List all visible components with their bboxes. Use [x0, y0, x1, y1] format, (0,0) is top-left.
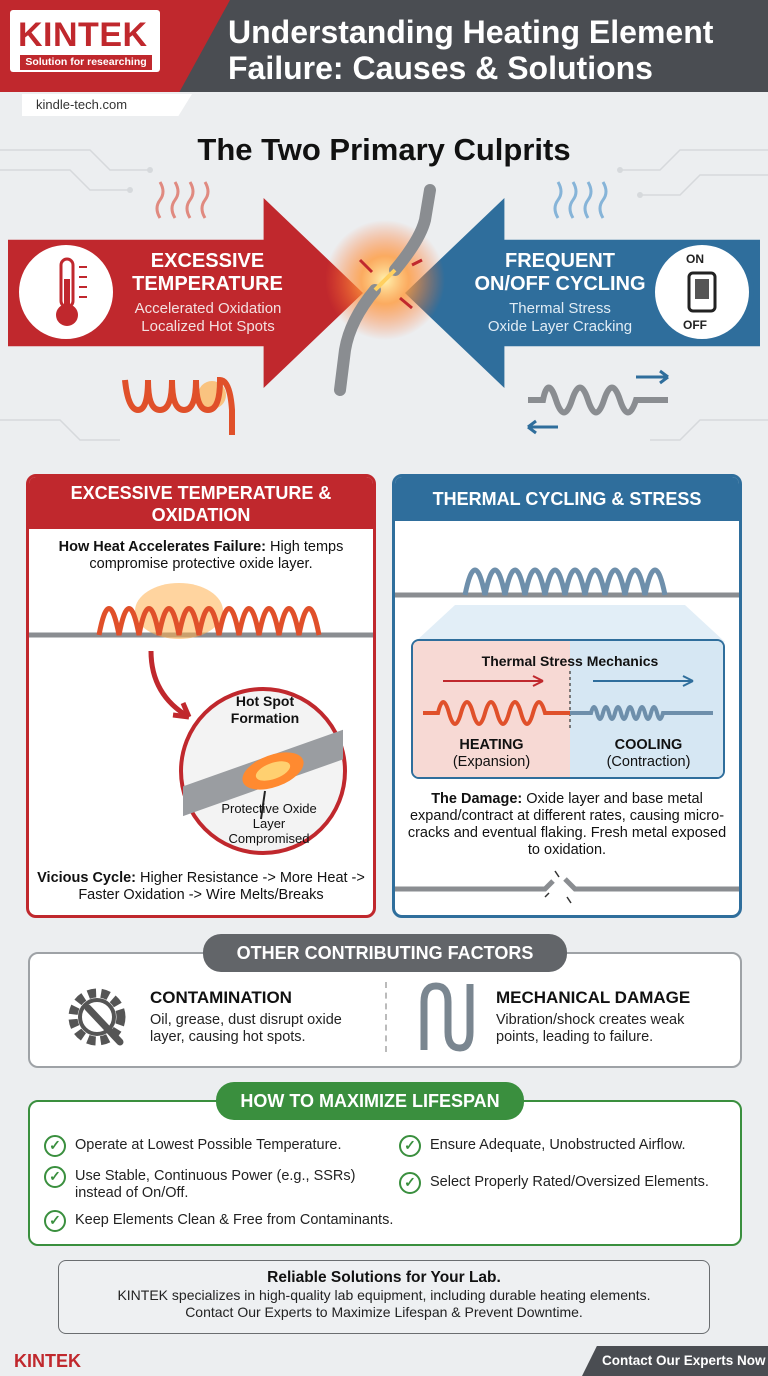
- gear-wrench-icon: [68, 988, 126, 1046]
- contact-experts-button[interactable]: Contact Our Experts Now: [582, 1346, 768, 1376]
- tip-text: Ensure Adequate, Unobstructed Airflow.: [430, 1137, 686, 1153]
- cracked-wire-icon: [173, 727, 358, 820]
- site-url[interactable]: kindle-tech.com: [22, 94, 192, 116]
- broken-wire-icon: [325, 184, 445, 396]
- footer-logo[interactable]: KINTEK: [14, 1351, 81, 1371]
- culprit-left-line2: Localized Hot Spots: [141, 318, 275, 335]
- check-icon: ✓: [44, 1166, 66, 1188]
- damage-label: The Damage:: [431, 791, 523, 807]
- switch-icon: [687, 271, 717, 313]
- cta-line1: KINTEK specializes in high-quality lab e…: [117, 1287, 651, 1303]
- check-icon: ✓: [44, 1210, 66, 1232]
- zoom-arrow-icon: [148, 650, 192, 720]
- other-factors-title: OTHER CONTRIBUTING FACTORS: [203, 934, 567, 972]
- cracked-wire-bottom-icon: [395, 870, 739, 904]
- contamination-title: CONTAMINATION: [150, 988, 292, 1007]
- cycling-panel-heading: THERMAL CYCLING & STRESS: [395, 477, 739, 521]
- thermometer-icon: [56, 257, 87, 326]
- logo-text: KINTEK: [18, 16, 148, 54]
- tip-item: ✓ Keep Elements Clean & Free from Contam…: [44, 1210, 434, 1232]
- oxidation-intro: How Heat Accelerates Failure: High temps…: [43, 539, 359, 573]
- switch-off-label: OFF: [683, 318, 707, 332]
- culprit-right-line2: Oxide Layer Cracking: [487, 318, 633, 335]
- tip-item: ✓ Operate at Lowest Possible Temperature…: [44, 1135, 384, 1157]
- oxidation-panel: EXCESSIVE TEMPERATURE & OXIDATION How He…: [26, 474, 376, 918]
- tip-text: Operate at Lowest Possible Temperature.: [75, 1137, 342, 1153]
- switch-badge: [650, 240, 754, 344]
- factors-divider: [385, 982, 387, 1052]
- cta-title: Reliable Solutions for Your Lab.: [267, 1269, 501, 1286]
- check-icon: ✓: [399, 1172, 421, 1194]
- cta-line2: Contact Our Experts to Maximize Lifespan…: [185, 1304, 583, 1320]
- cooling-sub: (Contraction): [606, 754, 691, 770]
- culprit-right-line1: Thermal Stress: [509, 300, 611, 317]
- tip-text: Use Stable, Continuous Power (e.g., SSRs…: [75, 1168, 356, 1201]
- check-icon: ✓: [399, 1135, 421, 1157]
- heating-sub: (Expansion): [452, 754, 531, 770]
- culprit-left-line1: Accelerated Oxidation: [134, 300, 282, 317]
- cooling-label: COOLING: [614, 737, 683, 753]
- cool-waves-icon: [553, 181, 608, 219]
- logo-tagline: Solution for researching: [20, 55, 152, 70]
- contamination-text: Oil, grease, dust disrupt oxide layer, c…: [150, 1012, 342, 1045]
- glowing-coil-icon: [29, 583, 373, 639]
- tip-text: Select Properly Rated/Oversized Elements…: [430, 1174, 709, 1190]
- cycling-coil-diagram: [395, 567, 739, 642]
- oxidation-intro-label: How Heat Accelerates Failure:: [58, 539, 266, 555]
- bent-wire-icon: [420, 982, 474, 1052]
- thermometer-badge: [14, 240, 118, 344]
- heat-waves-icon: [155, 181, 210, 219]
- culprit-left-heading: EXCESSIVE TEMPERATURE: [132, 250, 283, 295]
- hotspot-zoom-circle: [173, 687, 358, 855]
- oxidation-panel-heading: EXCESSIVE TEMPERATURE & OXIDATION: [29, 477, 373, 529]
- section-title: The Two Primary Culprits: [197, 132, 571, 167]
- mechanical-damage-title: MECHANICAL DAMAGE: [496, 988, 691, 1007]
- tip-text: Keep Elements Clean & Free from Contamin…: [75, 1212, 394, 1228]
- oxide-label: Protective Oxide Layer Compromised: [221, 801, 317, 846]
- hotspot-label: Hot Spot Formation: [230, 693, 300, 726]
- damage-description: The Damage: Oxide layer and base metal e…: [405, 791, 729, 859]
- expansion-contraction-icon: [423, 671, 713, 731]
- cta-box: Reliable Solutions for Your Lab. KINTEK …: [58, 1260, 710, 1334]
- tip-item: ✓ Select Properly Rated/Oversized Elemen…: [399, 1172, 739, 1194]
- hot-coil-icon: [122, 376, 235, 435]
- thermal-stress-mechanics: Thermal Stress Mechanics HEATING (Expans…: [411, 639, 725, 779]
- tip-item: ✓ Ensure Adequate, Unobstructed Airflow.: [399, 1135, 729, 1157]
- page-title: Understanding Heating Element Failure: C…: [228, 14, 714, 86]
- damage-text: Oxide layer and base metal expand/contra…: [407, 791, 727, 858]
- lifespan-box: [28, 1100, 742, 1246]
- heating-label: HEATING: [459, 737, 524, 753]
- switch-on-label: ON: [686, 252, 704, 266]
- lifespan-title: HOW TO MAXIMIZE LIFESPAN: [216, 1082, 524, 1120]
- cycling-coil-icon: [527, 369, 669, 435]
- check-icon: ✓: [44, 1135, 66, 1157]
- cycling-panel: THERMAL CYCLING & STRESS Thermal Stress …: [392, 474, 742, 918]
- mechanics-title: Thermal Stress Mechanics: [481, 653, 659, 669]
- culprit-right-heading: FREQUENT ON/OFF CYCLING: [474, 250, 646, 295]
- tip-item: ✓ Use Stable, Continuous Power (e.g., SS…: [44, 1166, 384, 1202]
- mechanical-damage-text: Vibration/shock creates weak points, lea…: [496, 1012, 685, 1045]
- vicious-cycle: Vicious Cycle: Higher Resistance -> More…: [35, 870, 367, 904]
- oxidation-intro-text: High temps compromise protective oxide l…: [89, 539, 344, 572]
- vicious-cycle-text: Higher Resistance -> More Heat -> Faster…: [78, 870, 365, 903]
- vicious-cycle-label: Vicious Cycle:: [37, 870, 136, 886]
